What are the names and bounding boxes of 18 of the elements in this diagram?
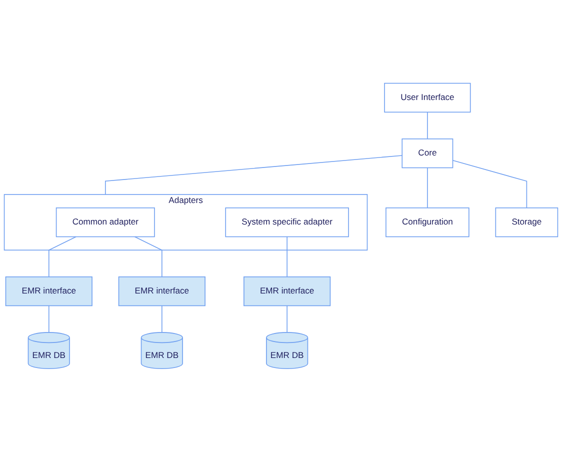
node-box: Common adapter: [56, 208, 155, 238]
node-box: Storage: [495, 208, 558, 238]
connector: [48, 305, 50, 333]
connector: [105, 155, 403, 195]
node-box: System specific adapter: [225, 208, 349, 238]
connector: [452, 160, 528, 208]
connector: [427, 167, 428, 208]
node-box: EMR interface: [118, 276, 206, 306]
node-box: EMR interface: [244, 276, 331, 306]
connector: [286, 305, 288, 333]
connector: [427, 112, 428, 140]
node-box: Configuration: [386, 208, 470, 238]
connector: [134, 236, 162, 278]
node-box: EMR interface: [5, 276, 92, 306]
node-box: Core: [402, 138, 454, 168]
connector: [48, 236, 76, 278]
node-box: User Interface: [384, 82, 471, 113]
connector: [286, 236, 288, 278]
